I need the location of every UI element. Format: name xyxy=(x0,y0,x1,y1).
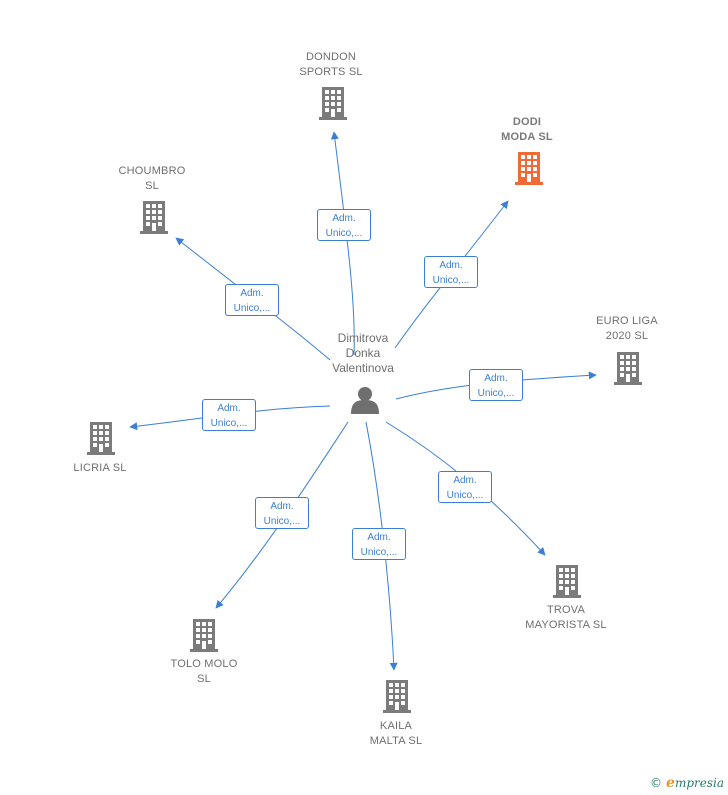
company-label-dodi[interactable]: DODI MODA SL xyxy=(501,116,553,143)
person-name-label[interactable]: Dimitrova Donka Valentinova xyxy=(332,331,394,375)
brand-logo-initial: e xyxy=(666,775,675,791)
building-icon-dondon[interactable] xyxy=(319,87,347,120)
company-label-tolomolo[interactable]: TOLO MOLO SL xyxy=(170,658,238,685)
company-label-trova[interactable]: TROVA MAYORISTA SL xyxy=(525,604,607,631)
building-icon-tolomolo[interactable] xyxy=(190,619,218,652)
building-icon-euroliga[interactable] xyxy=(614,352,642,385)
brand-logo-text: mpresia xyxy=(674,776,724,790)
company-label-choumbro[interactable]: CHOUMBRO SL xyxy=(118,165,186,192)
person-icon[interactable] xyxy=(351,387,379,414)
copyright-symbol: © xyxy=(650,776,663,790)
company-label-euroliga[interactable]: EURO LIGA 2020 SL xyxy=(596,315,658,342)
edge-role-label-licria[interactable]: Adm. Unico,... xyxy=(202,399,256,431)
footer-brand: ©empresia xyxy=(650,775,724,791)
edge-role-label-choumbro[interactable]: Adm. Unico,... xyxy=(225,284,279,316)
building-icon-trova[interactable] xyxy=(553,565,581,598)
edge-role-label-trova[interactable]: Adm. Unico,... xyxy=(438,471,492,503)
company-label-dondon[interactable]: DONDON SPORTS SL xyxy=(299,51,363,78)
edge-role-label-dodi[interactable]: Adm. Unico,... xyxy=(424,256,478,288)
building-icon-choumbro[interactable] xyxy=(140,201,168,234)
edge-role-label-tolomolo[interactable]: Adm. Unico,... xyxy=(255,497,309,529)
building-icon-kaila[interactable] xyxy=(383,680,411,713)
edge-role-label-euroliga[interactable]: Adm. Unico,... xyxy=(469,369,523,401)
company-label-licria[interactable]: LICRIA SL xyxy=(73,462,127,474)
edge-dondon xyxy=(330,131,355,356)
company-label-kaila[interactable]: KAILA MALTA SL xyxy=(369,720,423,747)
edge-role-label-dondon[interactable]: Adm. Unico,... xyxy=(317,209,371,241)
icons-layer xyxy=(87,87,642,713)
edge-role-label-kaila[interactable]: Adm. Unico,... xyxy=(352,528,406,560)
building-icon-licria[interactable] xyxy=(87,422,115,455)
building-icon-dodi[interactable] xyxy=(515,152,543,185)
